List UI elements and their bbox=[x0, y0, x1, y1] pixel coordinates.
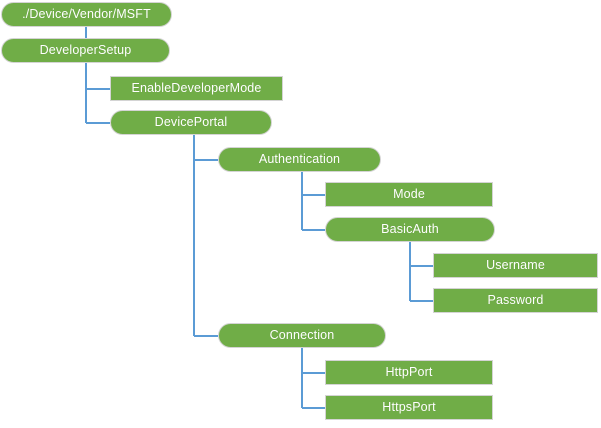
tree-node-username[interactable]: Username bbox=[433, 253, 598, 278]
tree-node-label-username: Username bbox=[486, 258, 545, 273]
tree-node-basic-auth[interactable]: BasicAuth bbox=[325, 217, 495, 242]
tree-node-password[interactable]: Password bbox=[433, 288, 598, 313]
tree-node-authentication[interactable]: Authentication bbox=[218, 147, 381, 172]
tree-node-label-developer-setup: DeveloperSetup bbox=[39, 43, 132, 58]
tree-node-label-http-port: HttpPort bbox=[385, 365, 433, 380]
tree-node-enable-developer-mode[interactable]: EnableDeveloperMode bbox=[110, 76, 283, 101]
tree-node-developer-setup[interactable]: DeveloperSetup bbox=[1, 38, 170, 63]
tree-node-device-portal[interactable]: DevicePortal bbox=[110, 110, 272, 135]
tree-node-https-port[interactable]: HttpsPort bbox=[325, 395, 493, 420]
tree-node-root[interactable]: ./Device/Vendor/MSFT bbox=[1, 2, 172, 27]
tree-node-label-https-port: HttpsPort bbox=[382, 400, 436, 415]
tree-node-label-device-portal: DevicePortal bbox=[154, 115, 228, 130]
tree-node-mode[interactable]: Mode bbox=[325, 182, 493, 207]
tree-node-http-port[interactable]: HttpPort bbox=[325, 360, 493, 385]
tree-node-label-mode: Mode bbox=[393, 187, 425, 202]
tree-node-label-root: ./Device/Vendor/MSFT bbox=[22, 7, 151, 22]
tree-node-label-authentication: Authentication bbox=[258, 152, 341, 167]
tree-node-connection[interactable]: Connection bbox=[218, 323, 386, 348]
tree-node-label-password: Password bbox=[487, 293, 544, 308]
tree-node-label-enable-developer-mode: EnableDeveloperMode bbox=[131, 81, 262, 96]
tree-node-label-connection: Connection bbox=[269, 328, 335, 343]
tree-node-label-basic-auth: BasicAuth bbox=[381, 222, 439, 237]
